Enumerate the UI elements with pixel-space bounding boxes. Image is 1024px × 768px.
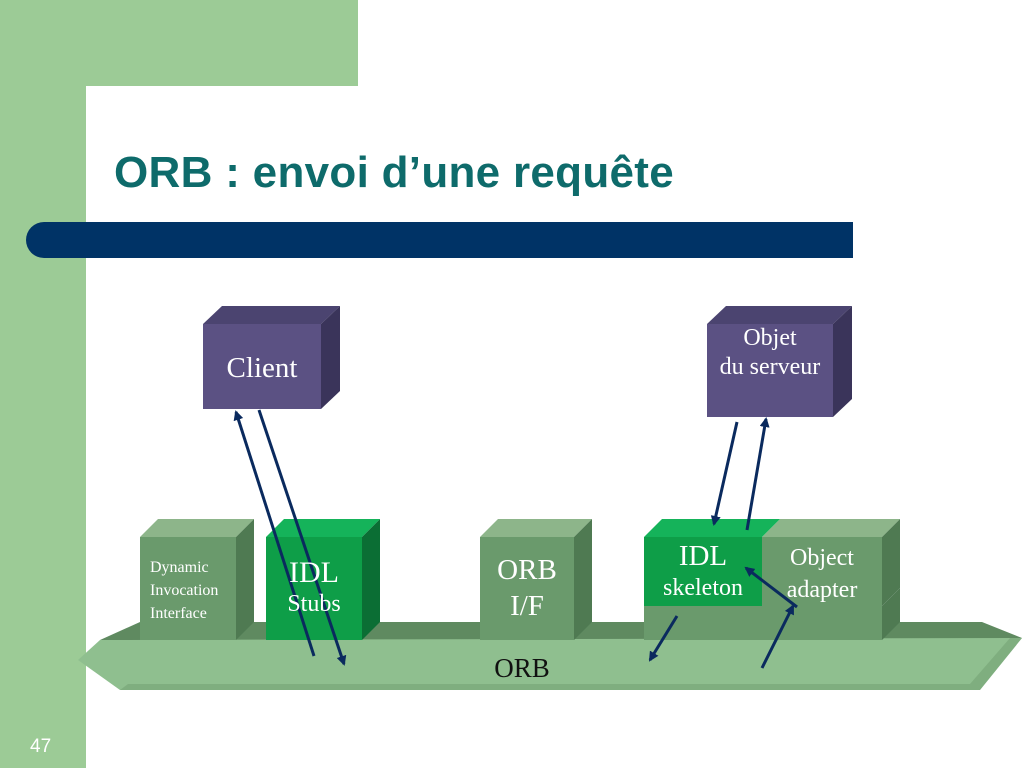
idl-stubs-label-line1: IDL — [289, 556, 339, 589]
arrow-orb-to-adapter — [760, 604, 795, 669]
server-object-label-line1: Objet — [743, 325, 797, 351]
dii-label-line3: Interface — [150, 605, 207, 623]
idl-skeleton-label-line1: IDL — [678, 540, 728, 572]
dii-label: Dynamic Invocation Interface — [150, 556, 218, 626]
dii-label-line1: Dynamic — [150, 559, 209, 576]
orb-if-box — [480, 519, 592, 640]
server-object-label-line2: du serveur — [719, 353, 821, 380]
slide-title: ORB : envoi d’une requête — [114, 148, 675, 197]
arrow-skeleton-to-server — [745, 417, 770, 531]
top-accent-band — [0, 0, 358, 86]
arrow-server-to-skeleton — [710, 421, 739, 526]
arrow-stubs-to-client — [233, 410, 316, 657]
left-accent-band — [0, 0, 86, 768]
idl-stubs-label: IDL Stubs — [266, 556, 362, 618]
client-label: Client — [226, 352, 298, 384]
object-adapter-label-line2: adapter — [786, 577, 858, 603]
orb-bus-label: ORB — [494, 653, 550, 683]
object-adapter-box — [762, 519, 900, 606]
orb-if-label-line2: I/F — [510, 590, 544, 622]
orb-if-label-line1: ORB — [497, 554, 557, 586]
arrow-client-to-orb — [257, 409, 347, 666]
orb-if-label: ORB I/F — [480, 552, 574, 624]
dii-label-line2: Invocation — [150, 582, 219, 600]
idl-skeleton-label: IDL skeleton — [644, 538, 762, 602]
slide-number: 47 — [30, 736, 52, 757]
idl-skeleton-label-line2: skeleton — [663, 575, 743, 601]
object-adapter-label-line1: Object — [790, 545, 854, 571]
object-adapter-label: Object adapter — [762, 542, 882, 606]
server-object-label: Objet du serveur — [700, 324, 840, 382]
title-underline-bar — [26, 222, 853, 258]
skeleton-adapter-base — [644, 588, 900, 640]
client-box — [203, 306, 340, 409]
idl-skeleton-box — [644, 519, 780, 606]
dii-box — [140, 519, 254, 640]
server-object-box — [707, 306, 852, 417]
arrow-skeleton-to-orb — [648, 615, 679, 662]
arrow-adapter-to-skeleton — [744, 566, 798, 609]
idl-stubs-label-line2: Stubs — [287, 591, 341, 617]
